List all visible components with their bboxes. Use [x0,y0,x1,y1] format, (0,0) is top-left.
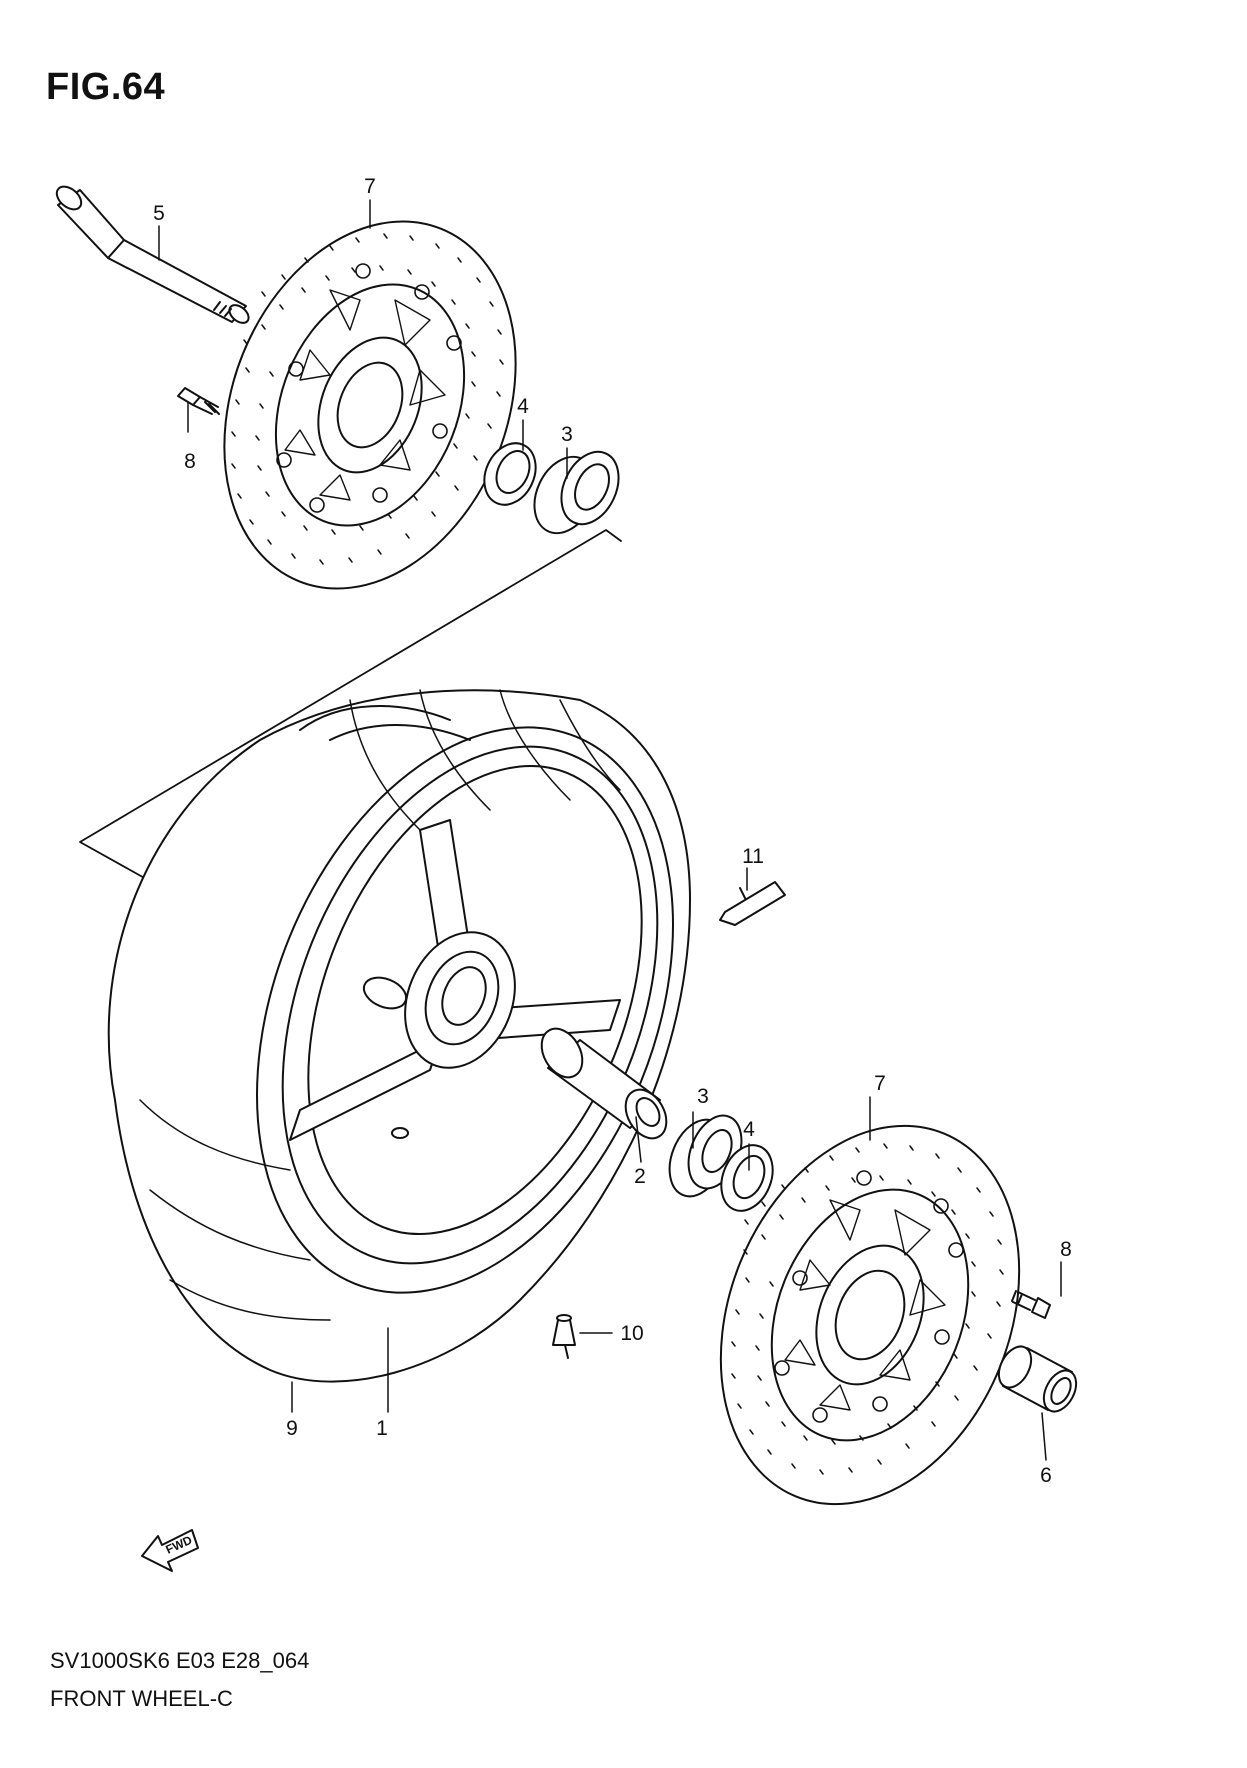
callout-6: 6 [1040,1464,1052,1487]
callout-2: 2 [634,1165,646,1188]
callout-9: 9 [286,1417,298,1440]
callout-1: 1 [376,1417,388,1440]
callout-7-lower: 7 [874,1072,886,1095]
callout-8-upper: 8 [184,450,196,473]
diagram-name: FRONT WHEEL-C [50,1686,233,1711]
callout-4-lower: 4 [743,1118,755,1141]
tire-valve [552,1314,576,1359]
front-wheel-assembly [107,689,691,1383]
oil-seal-lower [720,1144,774,1212]
disc-upper-vent-holes [231,233,504,565]
disc-bolt-upper [177,387,220,415]
fwd-direction-marker: FWD [141,1529,199,1572]
callout-4-upper: 4 [517,395,529,418]
brake-disc-upper [223,220,517,590]
bearing-upper [533,450,620,535]
callout-5: 5 [153,202,165,225]
oil-seal-upper [483,442,537,506]
callout-8-lower: 8 [1060,1238,1072,1261]
callout-labels: 1 2 3 3 4 4 5 6 7 7 8 8 9 10 11 [153,175,1072,1487]
callout-7-upper: 7 [364,175,376,198]
callout-11: 11 [742,845,764,868]
figure-title: FIG.64 [46,66,166,108]
collar [997,1345,1078,1413]
balance-weight [719,881,786,926]
callout-3-upper: 3 [561,423,573,446]
model-code: SV1000SK6 E03 E28_064 [50,1648,310,1673]
leader-lines [158,199,1062,1461]
wheel-spacer [540,1027,668,1140]
callout-10: 10 [620,1322,643,1345]
brake-disc-lower [719,1124,1021,1506]
disc-lower-vent-holes [731,1143,1004,1475]
callout-3-lower: 3 [697,1085,709,1108]
front-axle [55,185,250,324]
disc-bolt-lower [1011,1290,1051,1319]
